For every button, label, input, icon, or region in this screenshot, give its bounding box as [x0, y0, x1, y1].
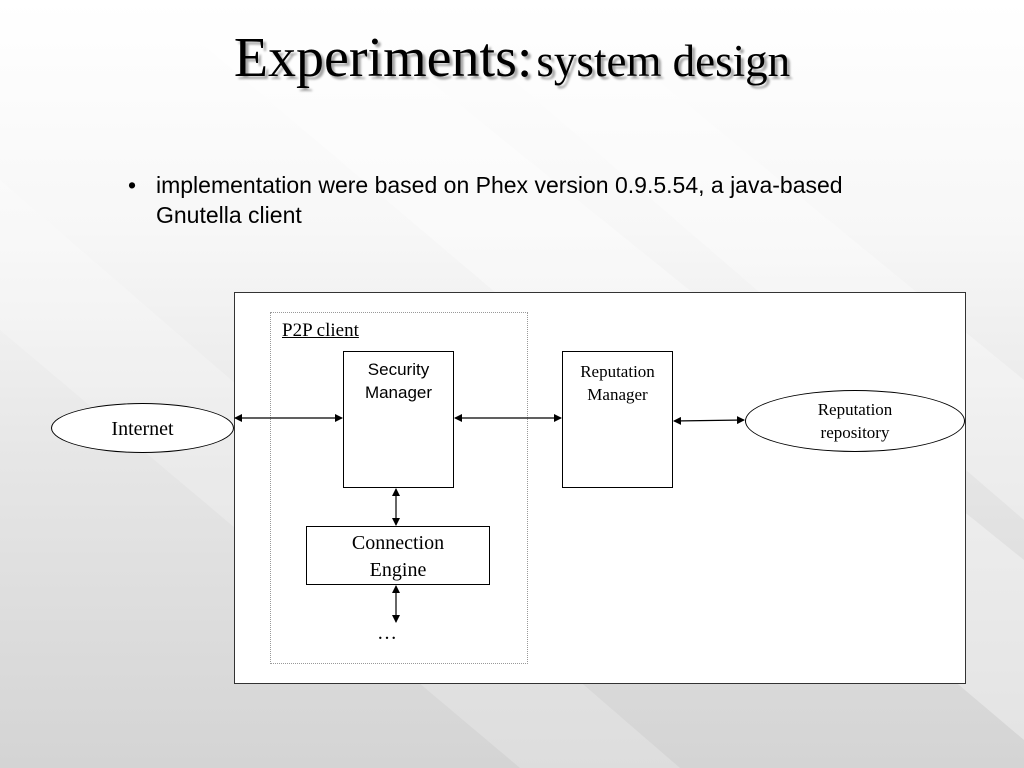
- reputation-repository-label-line2: repository: [820, 423, 890, 442]
- slide-title: Experiments: system design: [0, 26, 1024, 90]
- p2p-client-label: P2P client: [282, 320, 359, 341]
- more-ellipsis: …: [377, 622, 397, 644]
- slide-title-main: Experiments:: [233, 27, 533, 89]
- reputation-manager-node: Reputation Manager: [562, 351, 673, 488]
- security-manager-label-line1: Security: [367, 360, 430, 379]
- bullet-list: • implementation were based on Phex vers…: [128, 170, 928, 230]
- bullet-text: implementation were based on Phex versio…: [156, 172, 843, 228]
- connection-engine-label-line2: Engine: [369, 559, 427, 581]
- reputation-repository-label-line1: Reputation: [817, 400, 893, 419]
- bullet-item: • implementation were based on Phex vers…: [128, 170, 928, 230]
- security-manager-node: Security Manager: [343, 351, 454, 488]
- internet-label: Internet: [111, 418, 174, 440]
- reputation-manager-label-line1: Reputation: [580, 362, 655, 381]
- p2p-client-group: [270, 312, 528, 664]
- reputation-manager-label-line2: Manager: [587, 385, 648, 404]
- connection-engine-node: Connection Engine: [306, 526, 490, 585]
- internet-node: Internet: [51, 403, 234, 453]
- reputation-repository-node: Reputation repository: [745, 390, 965, 452]
- connection-engine-label-line1: Connection: [351, 532, 445, 554]
- slide-title-sub: system design: [536, 36, 791, 86]
- security-manager-label-line2: Manager: [364, 383, 433, 402]
- bullet-marker: •: [128, 172, 137, 198]
